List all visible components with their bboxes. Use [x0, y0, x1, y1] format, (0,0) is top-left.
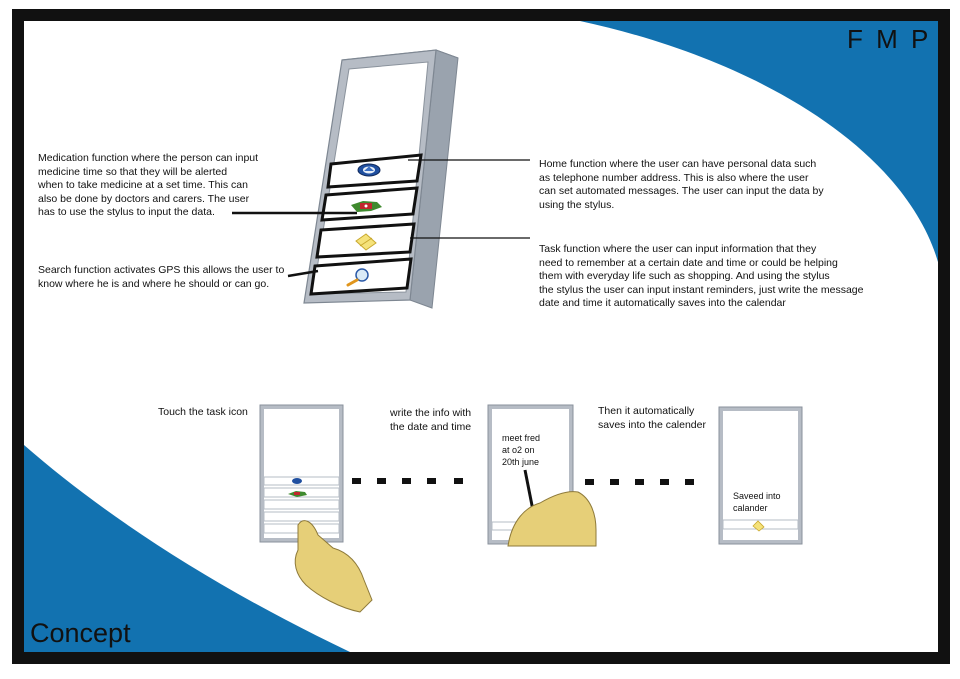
- search-icon: [346, 268, 369, 287]
- task-icon: [355, 233, 377, 251]
- search-description: Search function activates GPS this allow…: [38, 264, 285, 290]
- step3-device: [718, 406, 803, 545]
- concept-label: Concept: [30, 618, 131, 648]
- step2-caption: write the info with the date and time: [390, 407, 472, 433]
- home-icon: [357, 163, 381, 177]
- medication-icon: [351, 201, 382, 212]
- step2-screen-note: meet fred at o2 on 20th june: [502, 433, 541, 467]
- task-icon: [752, 520, 765, 532]
- step3-screen-note: Saveed into calander: [733, 491, 781, 513]
- home-description: Home function where the user can have pe…: [539, 158, 824, 211]
- ellipsis-dots: [585, 479, 694, 485]
- step1-device: [259, 404, 344, 543]
- writing-hand-icon: [507, 491, 597, 547]
- step1-caption: Touch the task icon: [158, 406, 248, 418]
- task-description: Task function where the user can input i…: [539, 243, 864, 309]
- medication-description: Medication function where the person can…: [38, 152, 259, 218]
- step3-caption: Then it automatically saves into the cal…: [598, 405, 706, 431]
- pointing-hand-icon: [294, 520, 373, 613]
- search-pointer: [287, 269, 319, 278]
- main-device: [303, 49, 459, 309]
- page-title: F M P: [847, 24, 932, 54]
- home-icon: [292, 478, 302, 484]
- ellipsis-dots: [352, 478, 463, 484]
- medication-icon: [288, 491, 307, 497]
- white-swoosh: [24, 21, 938, 652]
